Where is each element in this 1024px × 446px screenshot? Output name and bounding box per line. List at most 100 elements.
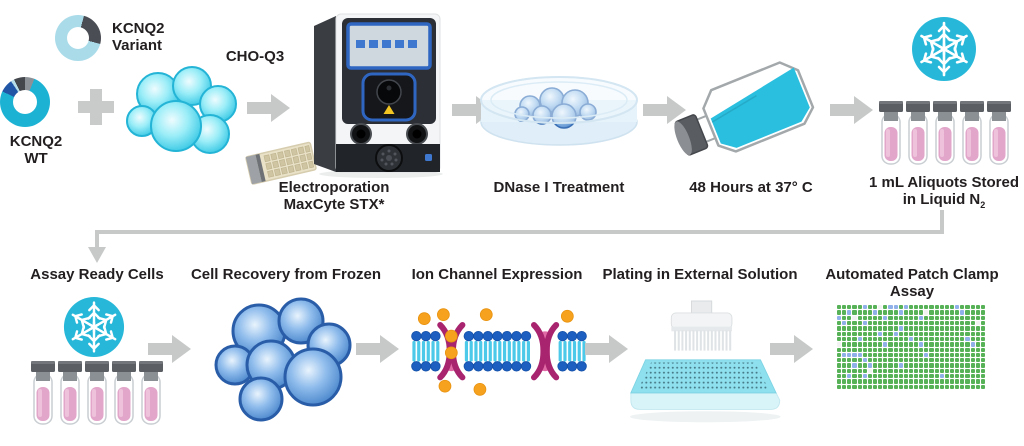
assay-well bbox=[908, 374, 914, 379]
assay-well bbox=[903, 368, 908, 374]
assay-well bbox=[929, 374, 934, 379]
assay-well bbox=[893, 305, 898, 310]
assay-well bbox=[872, 342, 878, 347]
assay-well bbox=[883, 336, 888, 342]
assay-well bbox=[847, 374, 852, 379]
assay-well bbox=[883, 363, 888, 368]
assay-well bbox=[914, 326, 919, 331]
assay-well bbox=[919, 358, 924, 363]
assay-well bbox=[955, 347, 960, 352]
assay-well bbox=[980, 320, 985, 326]
assay-well bbox=[867, 374, 872, 379]
assay-well bbox=[944, 374, 950, 379]
assay-well bbox=[862, 374, 867, 379]
assay-well bbox=[908, 336, 914, 342]
assay-well bbox=[914, 374, 919, 379]
assay-well bbox=[950, 368, 955, 374]
assay-well bbox=[908, 331, 914, 336]
assay-well bbox=[980, 336, 985, 342]
assay-well bbox=[867, 305, 872, 310]
assay-well bbox=[903, 342, 908, 347]
aliquot-tubes-icon bbox=[878, 100, 1012, 165]
donut-hole bbox=[13, 90, 37, 114]
assay-well bbox=[842, 305, 847, 310]
assay-well bbox=[893, 331, 898, 336]
assay-well bbox=[878, 331, 883, 336]
connector-arrowhead-down-icon bbox=[88, 247, 106, 263]
assay-well bbox=[867, 331, 872, 336]
assay-well bbox=[883, 368, 888, 374]
assay-well bbox=[878, 374, 883, 379]
assay-well bbox=[847, 315, 852, 320]
assay-well bbox=[924, 305, 929, 310]
assay-well bbox=[852, 336, 857, 342]
assay-well bbox=[980, 342, 985, 347]
arrow-right-icon bbox=[247, 94, 290, 122]
assay-well bbox=[862, 384, 867, 389]
assay-well bbox=[924, 315, 929, 320]
assay-well bbox=[862, 305, 867, 310]
assay-well bbox=[837, 379, 842, 384]
assay-well bbox=[970, 305, 975, 310]
assay-well bbox=[867, 342, 872, 347]
assay-well bbox=[898, 310, 903, 315]
assay-well bbox=[960, 320, 965, 326]
assay-well bbox=[975, 326, 980, 331]
assay-well bbox=[955, 358, 960, 363]
assay-well bbox=[847, 347, 852, 352]
assay-well bbox=[837, 363, 842, 368]
assay-well bbox=[847, 342, 852, 347]
assay-well bbox=[883, 305, 888, 310]
assay-well bbox=[867, 379, 872, 384]
assay-well bbox=[919, 310, 924, 315]
assay-well bbox=[924, 326, 929, 331]
assay-well bbox=[919, 320, 924, 326]
petri-dish-icon bbox=[480, 76, 638, 146]
assay-well bbox=[893, 379, 898, 384]
assay-well bbox=[888, 331, 893, 336]
assay-well bbox=[929, 342, 934, 347]
assay-well bbox=[862, 336, 867, 342]
assay-well bbox=[970, 352, 975, 358]
assay-well bbox=[852, 320, 857, 326]
assay-well bbox=[888, 374, 893, 379]
assay-well bbox=[934, 358, 939, 363]
pipette-plate-icon bbox=[629, 300, 781, 423]
assay-well bbox=[903, 305, 908, 310]
assay-well bbox=[970, 384, 975, 389]
assay-well bbox=[929, 363, 934, 368]
assay-well bbox=[842, 326, 847, 331]
assay-well bbox=[924, 310, 929, 315]
assay-well bbox=[898, 305, 903, 310]
assay-well bbox=[867, 352, 872, 358]
assay-well bbox=[847, 379, 852, 384]
assay-well bbox=[888, 315, 893, 320]
assay-well bbox=[862, 326, 867, 331]
assay-well bbox=[852, 310, 857, 315]
assay-well bbox=[934, 374, 939, 379]
assay-well bbox=[872, 363, 878, 368]
assay-well bbox=[960, 368, 965, 374]
assay-well bbox=[842, 368, 847, 374]
assay-well bbox=[919, 363, 924, 368]
assay-well bbox=[908, 347, 914, 352]
assay-well bbox=[903, 374, 908, 379]
assay-well bbox=[929, 320, 934, 326]
assay-well bbox=[960, 358, 965, 363]
assay-well bbox=[939, 326, 944, 331]
assay-well bbox=[908, 358, 914, 363]
assay-well bbox=[929, 315, 934, 320]
dnase-treatment-label: DNase I Treatment bbox=[493, 179, 625, 196]
assay-well bbox=[924, 363, 929, 368]
assay-well bbox=[960, 363, 965, 368]
assay-well bbox=[893, 310, 898, 315]
assay-well bbox=[893, 363, 898, 368]
assay-well bbox=[975, 384, 980, 389]
assay-well bbox=[914, 358, 919, 363]
assay-well bbox=[857, 358, 862, 363]
assay-well bbox=[888, 379, 893, 384]
assay-well bbox=[934, 347, 939, 352]
assay-well bbox=[955, 336, 960, 342]
assay-well bbox=[893, 352, 898, 358]
assay-well bbox=[944, 331, 950, 336]
